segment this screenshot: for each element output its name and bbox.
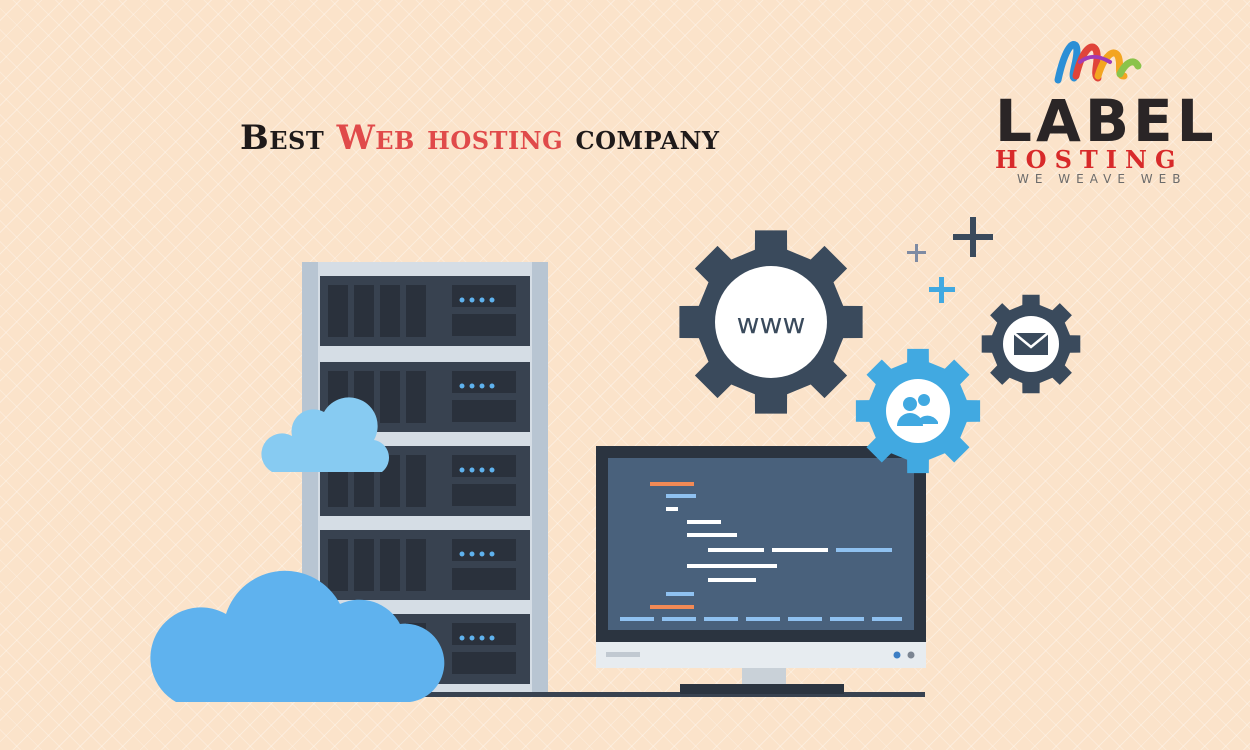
large-cloud-icon <box>150 570 445 702</box>
headline-accent: Web hosting <box>336 118 564 158</box>
plus-icon <box>953 217 993 257</box>
users-gear-icon <box>855 348 981 474</box>
brand-logo: LABEL HOSTING WE WEAVE WEB <box>995 32 1218 192</box>
envelope-icon <box>1013 332 1049 355</box>
headline-word-best: Best <box>240 118 325 158</box>
monitor-icon <box>596 446 926 694</box>
plus-icon <box>929 277 955 303</box>
www-gear-icon: www <box>679 230 863 414</box>
logo-name: LABEL <box>995 87 1218 155</box>
logo-tagline: WE WEAVE WEB <box>1017 172 1187 186</box>
www-label: www <box>737 307 806 340</box>
small-cloud-icon <box>261 397 390 472</box>
users-icon <box>897 394 938 426</box>
logo-subtitle: HOSTING <box>995 145 1184 174</box>
mail-gear-icon <box>981 294 1081 394</box>
server-rack-icon <box>302 262 548 696</box>
logo-mark-icon <box>1054 41 1142 84</box>
headline-word-company: company <box>575 118 720 158</box>
ground-line <box>380 692 925 697</box>
page-title: Best Web hosting company <box>240 118 720 158</box>
plus-icon <box>907 244 926 262</box>
